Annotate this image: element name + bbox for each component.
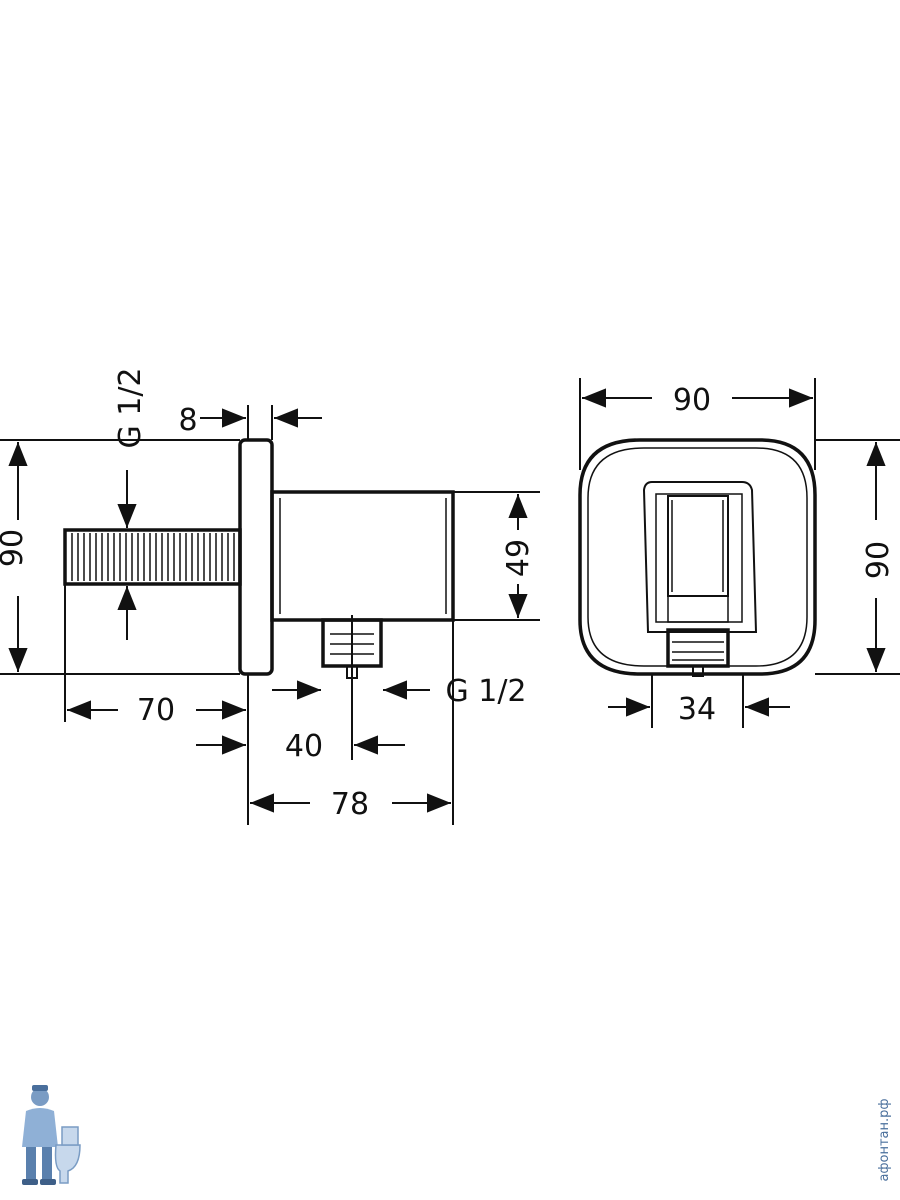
dim-outlet-pos-label: 40 [285, 729, 323, 764]
dim-front-height-label: 90 [861, 541, 896, 579]
holder-body [270, 490, 455, 622]
dim-projection-label: 78 [331, 787, 369, 822]
threaded-pipe [63, 528, 242, 586]
dim-thread-bottom-label: G 1/2 [445, 674, 526, 709]
dim-outlet-width-label: 34 [678, 692, 716, 727]
dim-depth-label: 70 [137, 693, 175, 728]
front-holder [642, 481, 758, 633]
dim-thread-left-label: G 1/2 [113, 367, 148, 448]
dim-height-label: 90 [0, 529, 30, 567]
watermark: афонтан.рф [22, 1085, 892, 1185]
front-plate [578, 438, 817, 676]
wall-plate [238, 438, 274, 676]
side-view: 90 G 1/2 8 49 70 40 G 1/2 78 [0, 367, 540, 825]
watermark-text: афонтан.рф [877, 1098, 892, 1181]
dim-width-label: 90 [673, 383, 711, 418]
front-outlet [666, 628, 730, 677]
front-view: 90 90 34 [578, 378, 900, 728]
dim-body-height-label: 49 [501, 539, 536, 577]
dim-top-offset-label: 8 [178, 403, 197, 438]
plumber-mascot-icon [22, 1085, 81, 1185]
